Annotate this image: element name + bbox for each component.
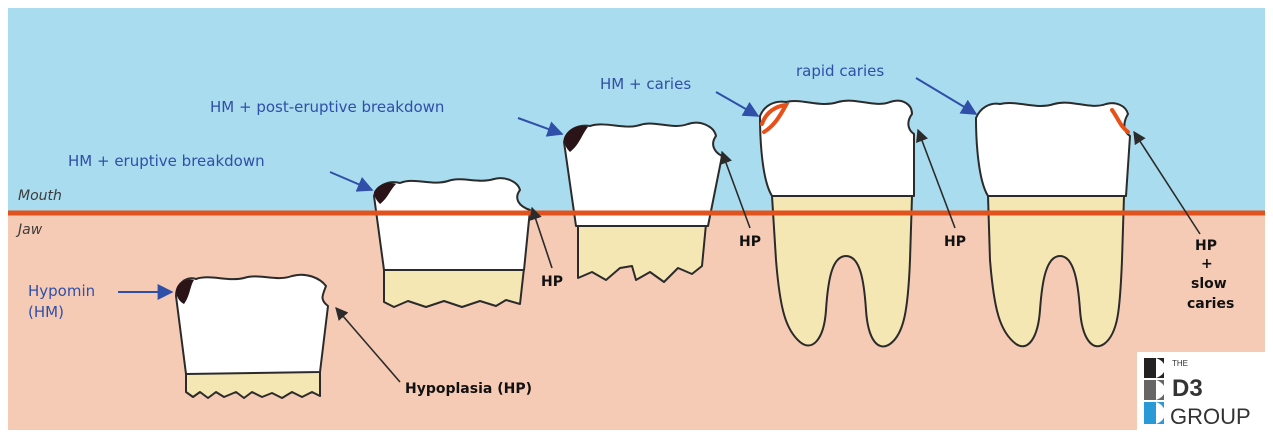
hm-caries-label: HM + caries <box>600 75 691 93</box>
hp-slow-caries-label-4: caries <box>1187 296 1234 312</box>
tooth-1-hypomin <box>176 275 328 398</box>
hypomin-label-abbrev: (HM) <box>28 303 64 321</box>
hm-post-eruptive-label: HM + post-eruptive breakdown <box>210 98 444 116</box>
hp-slow-caries-label-1: HP <box>1195 238 1217 254</box>
mouth-label: Mouth <box>18 188 62 204</box>
hp-label-2: HP <box>739 234 761 250</box>
d3-group-logo: THE D3 GROUP <box>1137 352 1265 430</box>
hp-slow-caries-label-3: slow <box>1191 276 1227 292</box>
tooth-2-eruptive-breakdown <box>374 178 530 307</box>
hypomin-label: Hypomin <box>28 282 95 300</box>
rapid-caries-label: rapid caries <box>796 62 884 80</box>
hm-eruptive-label: HM + eruptive breakdown <box>68 152 265 170</box>
jaw-label: Jaw <box>15 222 43 238</box>
hypoplasia-label: Hypoplasia (HP) <box>405 381 532 397</box>
logo-group: GROUP <box>1170 404 1251 429</box>
tooth-3-post-eruptive-breakdown <box>564 123 722 282</box>
hp-label-3: HP <box>944 234 966 250</box>
logo-the: THE <box>1172 359 1188 368</box>
hp-label-1: HP <box>541 274 563 290</box>
logo-d3: D3 <box>1172 375 1203 402</box>
hp-slow-caries-label-2: + <box>1201 256 1213 272</box>
